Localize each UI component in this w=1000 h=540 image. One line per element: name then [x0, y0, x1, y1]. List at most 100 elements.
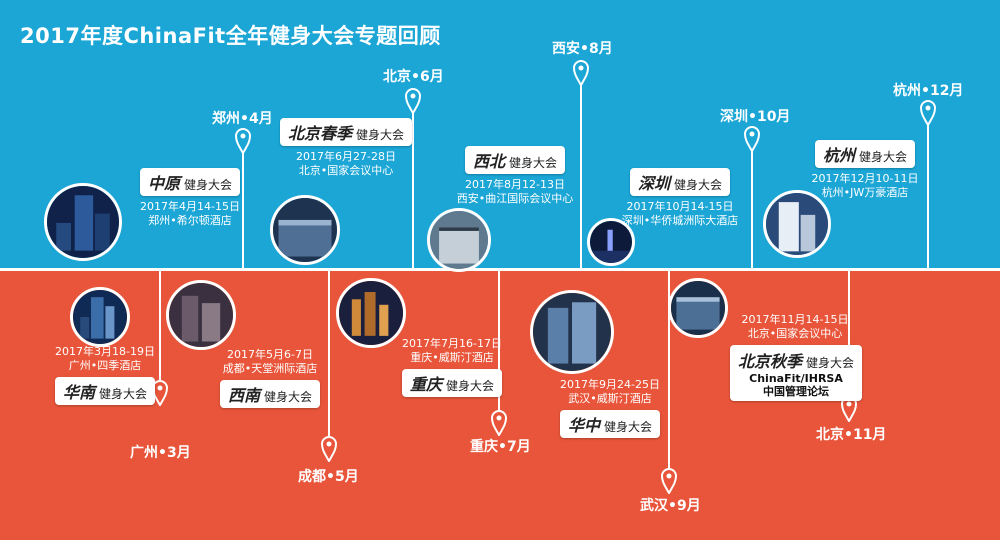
- event-brand: 深圳: [637, 174, 670, 193]
- connector-line-beijing-autumn: [848, 270, 850, 398]
- event-date: 2017年12月10-11日: [811, 172, 919, 185]
- event-venue: 郑州•希尔顿酒店: [148, 214, 232, 227]
- event-chongqing: 2017年7月16-17日 重庆•威斯汀酒店 重庆健身大会: [382, 337, 522, 397]
- event-badge: 华中健身大会: [559, 410, 661, 438]
- top-panel: [0, 0, 1000, 270]
- connector-line-beijing-spring: [412, 112, 414, 270]
- city-label: 郑州•4月: [212, 111, 273, 127]
- venue-photo-zhengzhou: [44, 183, 122, 261]
- event-venue: 成都•天堂洲际酒店: [222, 362, 318, 375]
- location-pin-icon: [321, 436, 337, 462]
- city-label: 广州•3月: [130, 445, 191, 461]
- page-title: 2017年度ChinaFit全年健身大会专题回顾: [20, 24, 441, 48]
- city-label: 北京•11月: [816, 427, 887, 443]
- event-brand: 北京秋季: [738, 352, 803, 371]
- timeline-axis: [0, 268, 1000, 271]
- venue-photo-guangzhou: [70, 287, 130, 347]
- connector-line-chongqing: [498, 270, 500, 412]
- event-venue: 武汉•威斯汀酒店: [568, 392, 652, 405]
- venue-photo-hangzhou: [763, 190, 831, 258]
- event-suffix: 健身大会: [446, 379, 495, 393]
- event-brand: 华中: [567, 416, 600, 435]
- event-forum-line-2: 中国管理论坛: [763, 385, 830, 398]
- event-suffix: 健身大会: [99, 387, 148, 401]
- venue-photo-wuhan: [530, 290, 614, 374]
- event-suffix: 健身大会: [674, 178, 723, 192]
- city-label: 重庆•7月: [470, 439, 531, 455]
- event-badge: 西南健身大会: [219, 380, 321, 408]
- event-guangzhou: 2017年3月18-19日 广州•四季酒店 华南健身大会: [40, 345, 170, 405]
- event-suffix: 健身大会: [604, 420, 653, 434]
- event-badge: 华南健身大会: [54, 377, 156, 405]
- event-badge: 杭州健身大会: [814, 140, 916, 168]
- event-date: 2017年9月24-25日: [560, 378, 660, 391]
- city-label: 杭州•12月: [893, 83, 964, 99]
- event-beijing-autumn: 2017年11月14-15日 北京•国家会议中心 北京秋季健身大会 ChinaFi…: [730, 313, 863, 401]
- event-venue: 广州•四季酒店: [68, 359, 142, 372]
- event-venue: 北京•国家会议中心: [747, 327, 843, 340]
- event-badge: 北京春季健身大会: [279, 118, 413, 146]
- event-badge: 西北健身大会: [464, 146, 566, 174]
- event-brand: 中原: [147, 174, 180, 193]
- connector-line-xian: [580, 84, 582, 270]
- city-label: 深圳•10月: [720, 109, 791, 125]
- event-brand: 杭州: [822, 146, 855, 165]
- venue-photo-chengdu: [166, 280, 236, 350]
- venue-photo-xian: [427, 208, 491, 272]
- event-forum-line-1: ChinaFit/IHRSA: [749, 372, 843, 385]
- event-venue: 西安•曲江国际会议中心: [456, 192, 574, 205]
- location-pin-icon: [920, 100, 936, 126]
- event-suffix: 健身大会: [356, 128, 405, 142]
- event-beijing-spring: 北京春季健身大会 2017年6月27-28日 北京•国家会议中心: [276, 118, 416, 178]
- venue-photo-chongqing: [336, 278, 406, 348]
- venue-photo-beijing-spring: [270, 195, 340, 265]
- connector-line-hangzhou: [927, 124, 929, 270]
- event-venue: 重庆•威斯汀酒店: [410, 351, 494, 364]
- connector-line-guangzhou: [159, 270, 161, 382]
- event-date: 2017年7月16-17日: [402, 337, 502, 350]
- event-venue: 北京•国家会议中心: [298, 164, 394, 177]
- event-venue: 杭州•JW万豪酒店: [821, 186, 909, 199]
- event-date: 2017年5月6-7日: [227, 348, 313, 361]
- event-brand: 华南: [62, 383, 95, 402]
- event-date: 2017年8月12-13日: [465, 178, 565, 191]
- city-label: 西安•8月: [552, 41, 613, 57]
- location-pin-icon: [661, 468, 677, 494]
- venue-photo-shenzhen: [587, 218, 635, 266]
- connector-line-shenzhen: [751, 150, 753, 270]
- event-badge: 深圳健身大会: [629, 168, 731, 196]
- location-pin-icon: [405, 88, 421, 114]
- event-suffix: 健身大会: [184, 178, 233, 192]
- event-suffix: 健身大会: [509, 156, 558, 170]
- event-badge: 中原健身大会: [139, 168, 241, 196]
- event-brand: 西北: [472, 152, 505, 171]
- event-suffix: 健身大会: [264, 390, 313, 404]
- event-xian: 西北健身大会 2017年8月12-13日 西安•曲江国际会议中心: [445, 146, 585, 206]
- event-brand: 西南: [227, 386, 260, 405]
- city-label: 武汉•9月: [640, 498, 701, 514]
- event-date: 2017年10月14-15日: [626, 200, 734, 213]
- event-badge: 重庆健身大会: [401, 369, 503, 397]
- event-date: 2017年4月14-15日: [140, 200, 240, 213]
- location-pin-icon: [491, 410, 507, 436]
- event-suffix: 健身大会: [859, 150, 908, 164]
- event-wuhan: 2017年9月24-25日 武汉•威斯汀酒店 华中健身大会: [535, 378, 685, 438]
- event-date: 2017年11月14-15日: [741, 313, 849, 326]
- event-venue: 深圳•华侨城洲际大酒店: [621, 214, 739, 227]
- city-label: 成都•5月: [298, 469, 359, 485]
- connector-line-chengdu: [328, 270, 330, 438]
- event-hangzhou: 杭州健身大会 2017年12月10-11日 杭州•JW万豪酒店: [795, 140, 935, 200]
- location-pin-icon: [235, 128, 251, 154]
- connector-line-wuhan: [668, 270, 670, 470]
- venue-photo-beijing-autumn: [668, 278, 728, 338]
- event-suffix: 健身大会: [806, 356, 855, 370]
- event-shenzhen: 深圳健身大会 2017年10月14-15日 深圳•华侨城洲际大酒店: [605, 168, 755, 228]
- connector-line-zhengzhou: [242, 152, 244, 270]
- event-brand: 重庆: [409, 375, 442, 394]
- location-pin-icon: [573, 60, 589, 86]
- event-chengdu: 2017年5月6-7日 成都•天堂洲际酒店 西南健身大会: [205, 348, 335, 408]
- event-date: 2017年6月27-28日: [296, 150, 396, 163]
- location-pin-icon: [744, 126, 760, 152]
